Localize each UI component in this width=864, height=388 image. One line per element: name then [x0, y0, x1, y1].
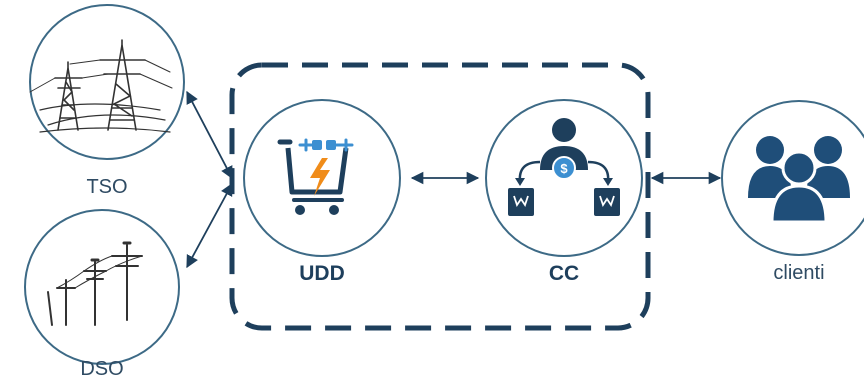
shopping-cart-power-plug-icon: [277, 138, 354, 215]
tso-udd-connector: [186, 90, 233, 180]
dso-node: [24, 209, 180, 365]
tso-label: TSO: [86, 176, 128, 198]
power-transmission-tower-icon: [29, 39, 173, 133]
person-dollar-boxes-icon: $: [508, 118, 620, 216]
dso-udd-connector: [186, 182, 233, 269]
udd-label: UDD: [299, 262, 345, 285]
cc-label: CC: [548, 262, 580, 285]
clienti-label: clienti: [773, 262, 825, 284]
tso-node: [29, 4, 185, 160]
cc-node: $: [485, 99, 643, 257]
udd-cc-group-box: [229, 62, 651, 331]
svg-text:$: $: [560, 161, 568, 176]
people-group-icon: [748, 136, 850, 224]
clienti-node: [721, 100, 864, 256]
utility-pole-icon: [47, 241, 143, 326]
dso-label: DSO: [80, 358, 124, 380]
udd-node: [243, 99, 401, 257]
